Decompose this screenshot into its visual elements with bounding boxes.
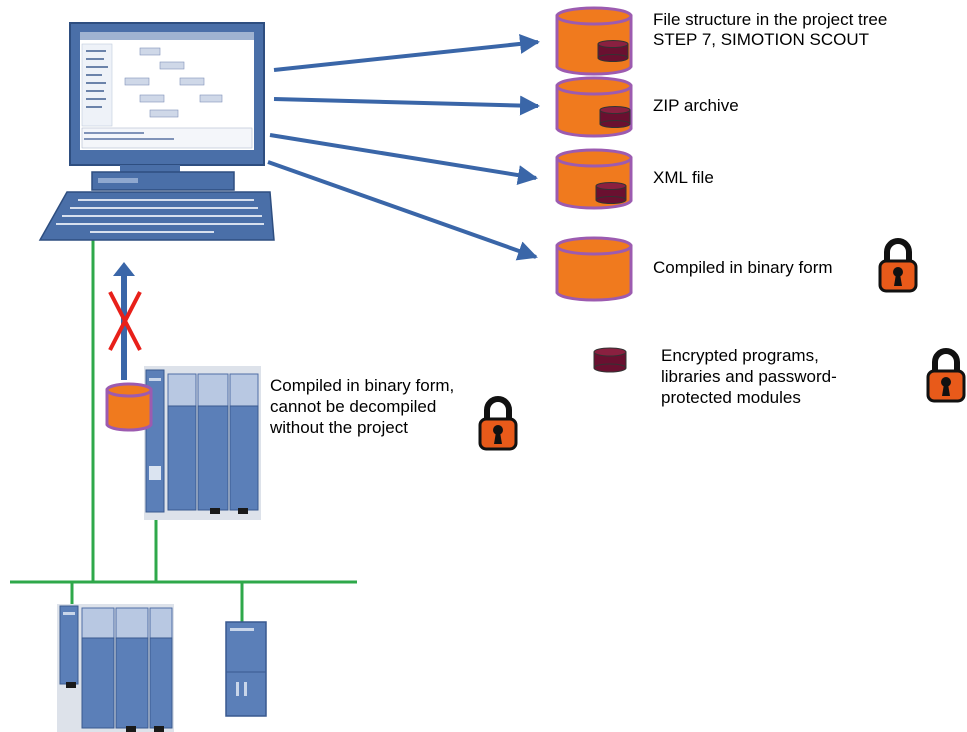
database-cylinder-icon-1 [555, 6, 633, 76]
encrypted-legend-icon [593, 347, 627, 373]
label-xml-file: XML file [653, 168, 714, 187]
computer-workstation-icon [38, 22, 275, 241]
legend-encrypted-line2: libraries and password- [661, 367, 837, 386]
encrypted-marker-icon-3 [595, 182, 627, 204]
legend-encrypted-line1: Encrypted programs, [661, 346, 819, 365]
database-cylinder-icon-3 [555, 148, 633, 210]
padlock-icon-binary [880, 241, 916, 291]
arrow-to-zip [273, 95, 540, 116]
padlock-icon-controller [480, 399, 516, 449]
encrypted-marker-icon-2 [599, 106, 631, 128]
controller-note-line3: without the project [270, 418, 408, 437]
blocked-cross-icon [108, 291, 142, 351]
database-cylinder-icon-2 [555, 76, 633, 138]
network-bus [10, 238, 357, 622]
arrow-to-project-tree [273, 33, 540, 72]
arrow-to-xml [269, 133, 538, 185]
legend-encrypted-line3: protected modules [661, 388, 801, 407]
database-cylinder-icon-controller [105, 382, 153, 432]
padlock-icon-legend [928, 351, 964, 401]
controller-note-line1: Compiled in binary form, [270, 376, 455, 395]
label-compiled-binary: Compiled in binary form [653, 258, 833, 277]
label-project-tree-line1: File structure in the project tree [653, 10, 888, 29]
database-cylinder-icon-4 [555, 236, 633, 302]
data-flow-arrows [267, 33, 540, 261]
controller-note-line2: cannot be decompiled [270, 397, 437, 416]
encrypted-marker-icon-1 [597, 40, 629, 62]
label-zip-archive: ZIP archive [653, 96, 739, 115]
io-module-icon [225, 621, 267, 717]
plc-controller-icon-bottom [57, 604, 174, 732]
plc-controller-icon-main [144, 366, 261, 520]
arrow-to-binary [267, 160, 538, 261]
label-project-tree-line2: STEP 7, SIMOTION SCOUT [653, 30, 869, 49]
